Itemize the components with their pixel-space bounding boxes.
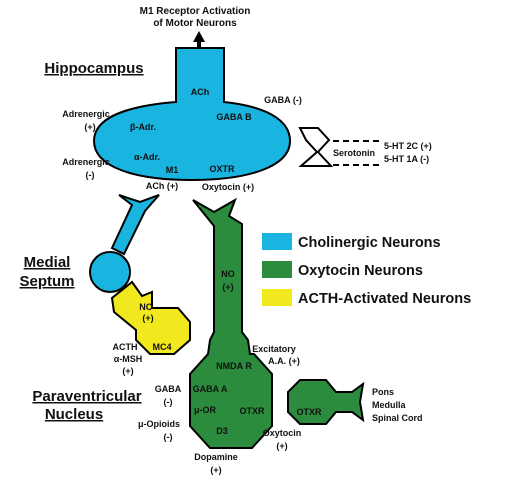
legend-swatch-acth bbox=[262, 289, 292, 306]
target-medulla: Medulla bbox=[372, 400, 406, 410]
adrenergic-plus-label: Adrenergic bbox=[62, 109, 110, 119]
gaba-input-label: GABA bbox=[155, 384, 182, 394]
alpha-msh-input-label: α-MSH bbox=[114, 354, 143, 364]
pvn-region-label-2: Nucleus bbox=[45, 406, 103, 423]
adrenergic-minus-sign: (-) bbox=[86, 170, 95, 180]
adrenergic-minus-label: Adrenergic bbox=[62, 157, 110, 167]
legend-swatch-cholinergic bbox=[262, 233, 292, 250]
mu-opioids-input-label: μ-Opioids bbox=[138, 419, 180, 429]
hippocampus-region-label: Hippocampus bbox=[44, 60, 143, 77]
legend-label-oxytocin: Oxytocin Neurons bbox=[298, 263, 423, 279]
oxytocin-input-label: Oxytocin bbox=[263, 428, 302, 438]
projection-oxytocin-neuron bbox=[287, 379, 365, 425]
pvn-region-label-1: Paraventricular bbox=[32, 388, 141, 405]
legend-label-acth: ACTH-Activated Neurons bbox=[298, 291, 471, 307]
acth-no-sign: (+) bbox=[142, 313, 153, 323]
medial-septum-region-label-1: Medial bbox=[24, 254, 71, 271]
top-annotation-line-2: of Motor Neurons bbox=[153, 18, 237, 29]
oxtr-receptor: OXTR bbox=[209, 164, 235, 174]
oxytocin-neuron bbox=[189, 197, 273, 449]
acth-input-label: ACTH bbox=[113, 342, 138, 352]
pvn-otxr-receptor: OTXR bbox=[239, 406, 265, 416]
dopamine-input-label: Dopamine bbox=[194, 452, 238, 462]
excitatory-input-label: Excitatory bbox=[252, 344, 296, 354]
oxytocin-input-sign: (+) bbox=[276, 441, 287, 451]
serotonin-label: Serotonin bbox=[333, 148, 375, 158]
target-spinal-cord: Spinal Cord bbox=[372, 413, 423, 423]
motor-neuron-arrow-head bbox=[193, 31, 205, 42]
ach-plus-label: ACh (+) bbox=[146, 181, 178, 191]
excitatory-input-sign: A.A. (+) bbox=[268, 356, 300, 366]
gaba-b-receptor: GABA B bbox=[216, 112, 252, 122]
gaba-input-sign: (-) bbox=[164, 397, 173, 407]
projection-otxr-receptor: OTXR bbox=[296, 407, 322, 417]
mc4-receptor: MC4 bbox=[152, 342, 171, 352]
septal-cholinergic-soma bbox=[89, 251, 131, 293]
d3-receptor: D3 bbox=[216, 426, 228, 436]
mu-opioids-input-sign: (-) bbox=[164, 432, 173, 442]
top-annotation-line-1: M1 Receptor Activation bbox=[140, 6, 251, 17]
septal-cholinergic-axon bbox=[110, 194, 160, 256]
gaba-minus-label: GABA (-) bbox=[264, 95, 302, 105]
legend: Cholinergic Neurons Oxytocin Neurons ACT… bbox=[262, 233, 471, 307]
m1-receptor: M1 bbox=[166, 165, 179, 175]
ach-stem-label: ACh bbox=[191, 87, 210, 97]
adrenergic-plus-sign: (+) bbox=[84, 122, 95, 132]
5ht2c-receptor: 5-HT 2C (+) bbox=[384, 141, 432, 151]
legend-label-cholinergic: Cholinergic Neurons bbox=[298, 235, 441, 251]
oxytocin-plus-label: Oxytocin (+) bbox=[202, 182, 254, 192]
beta-adr-receptor: β-Adr. bbox=[130, 122, 156, 132]
nmda-receptor: NMDA R bbox=[216, 361, 252, 371]
mu-or-receptor: μ-OR bbox=[194, 405, 217, 415]
acth-no-label: NO bbox=[139, 302, 153, 312]
5ht1a-receptor: 5-HT 1A (-) bbox=[384, 154, 429, 164]
oxytocin-no-label: NO bbox=[221, 269, 235, 279]
dopamine-input-sign: (+) bbox=[210, 465, 221, 475]
hippocampus-cholinergic-neuron bbox=[92, 47, 292, 182]
alpha-adr-receptor: α-Adr. bbox=[134, 152, 160, 162]
oxytocin-no-sign: (+) bbox=[222, 282, 233, 292]
gaba-a-receptor: GABA A bbox=[193, 384, 228, 394]
acth-activated-neuron bbox=[110, 280, 191, 355]
medial-septum-region-label-2: Septum bbox=[19, 273, 74, 290]
serotonin-terminal bbox=[298, 127, 334, 167]
legend-swatch-oxytocin bbox=[262, 261, 292, 278]
target-pons: Pons bbox=[372, 387, 394, 397]
acth-input-sign: (+) bbox=[122, 366, 133, 376]
